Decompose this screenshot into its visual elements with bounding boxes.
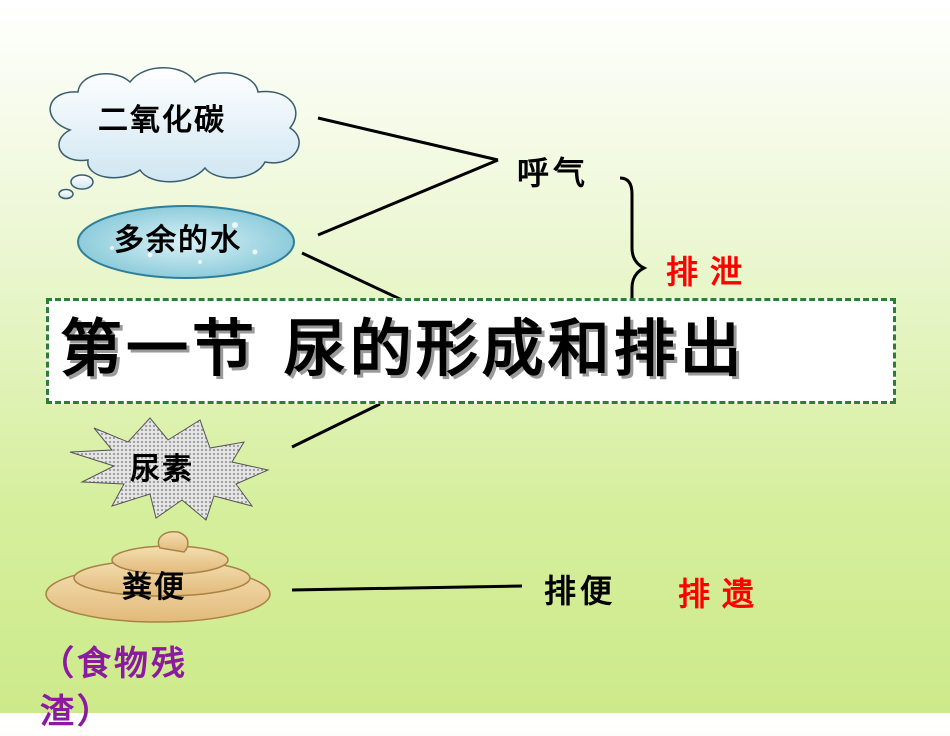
concept-diagram — [45, 67, 648, 623]
feces-label: 粪便 — [122, 570, 186, 605]
cloud-shape — [49, 67, 300, 200]
food-residue-note: （食物残渣） — [40, 644, 188, 732]
excretion-label: 排泄 — [666, 253, 755, 291]
water-ellipse — [77, 205, 295, 279]
exhale-label: 呼气 — [517, 154, 590, 192]
title-banner — [46, 298, 896, 404]
excess-water-label: 多余的水 — [114, 223, 242, 258]
curly-brace — [619, 176, 648, 300]
carbon-dioxide-label: 二氧化碳 — [98, 103, 226, 138]
urea-label: 尿素 — [130, 452, 194, 487]
page-title: 第一节 尿的形成和排出 — [60, 312, 746, 385]
defecation-label: 排便 — [544, 572, 617, 610]
egestion-label: 排遗 — [678, 575, 767, 613]
connector-lines — [291, 116, 523, 592]
feces-pile — [45, 531, 271, 623]
urea-starburst — [69, 417, 270, 521]
